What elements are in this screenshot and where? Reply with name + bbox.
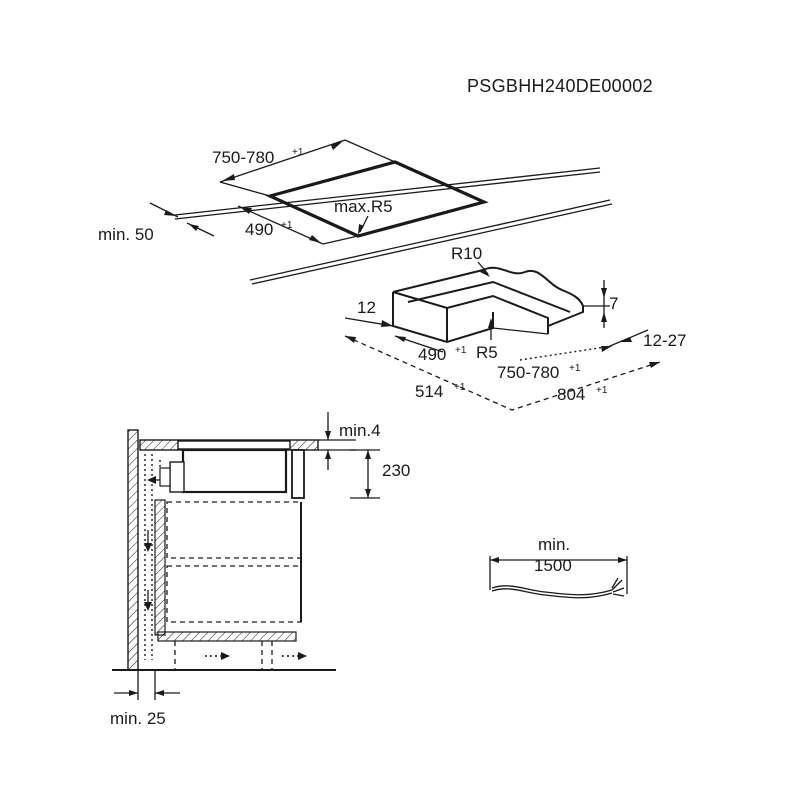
document-code: PSGBHH240DE00002 [467, 76, 653, 96]
cable-label-top: min. [538, 535, 570, 554]
worktop-cutout-view: 750-780 +1 490 +1 min. 50 max.R5 [98, 139, 613, 285]
frame-inner-depth-label: 490 [418, 345, 446, 364]
frame-radius-outer-label: R10 [451, 244, 482, 263]
worktop-thickness-label: 12-27 [643, 331, 686, 350]
frame-inner-width-tolerance: +1 [569, 363, 581, 374]
frame-outer-width-tolerance: +1 [596, 385, 608, 396]
cable [491, 585, 613, 596]
wall [127, 429, 139, 671]
cutout-width-label: 750-780 [212, 148, 274, 167]
frame-inner-depth-tolerance: +1 [455, 345, 467, 356]
cabinet-section-view: min.4 230 min. 25 [110, 412, 410, 728]
cutout-depth-label: 490 [245, 220, 273, 239]
cable-length-view: min. 1500 [489, 535, 628, 599]
sealing-frame-view: R10 R5 12 7 12-27 490 +1 750-780 +1 [344, 244, 686, 411]
frame-inner-width-label: 750-780 [497, 363, 559, 382]
cutout-depth-tolerance: +1 [281, 220, 293, 231]
frame-outer-width-label: 804 [557, 385, 585, 404]
corner-radius-label: max.R5 [334, 197, 393, 216]
cable-label-bottom: 1500 [534, 556, 572, 575]
hob-body [181, 448, 288, 494]
frame-width-label: 12 [357, 298, 376, 317]
cutout-width-tolerance: +1 [292, 147, 304, 158]
cutout-outline [265, 160, 489, 238]
edge-distance-label: min. 50 [98, 225, 154, 244]
frame-step-height-label: 7 [609, 294, 618, 313]
frame-outer-depth-tolerance: +1 [454, 382, 466, 393]
frame-radius-inner-label: R5 [476, 343, 498, 362]
wall-gap-label: min. 25 [110, 709, 166, 728]
frame-outer-depth-label: 514 [415, 382, 443, 401]
gap-top-label: min.4 [339, 421, 381, 440]
section-height-label: 230 [382, 461, 410, 480]
